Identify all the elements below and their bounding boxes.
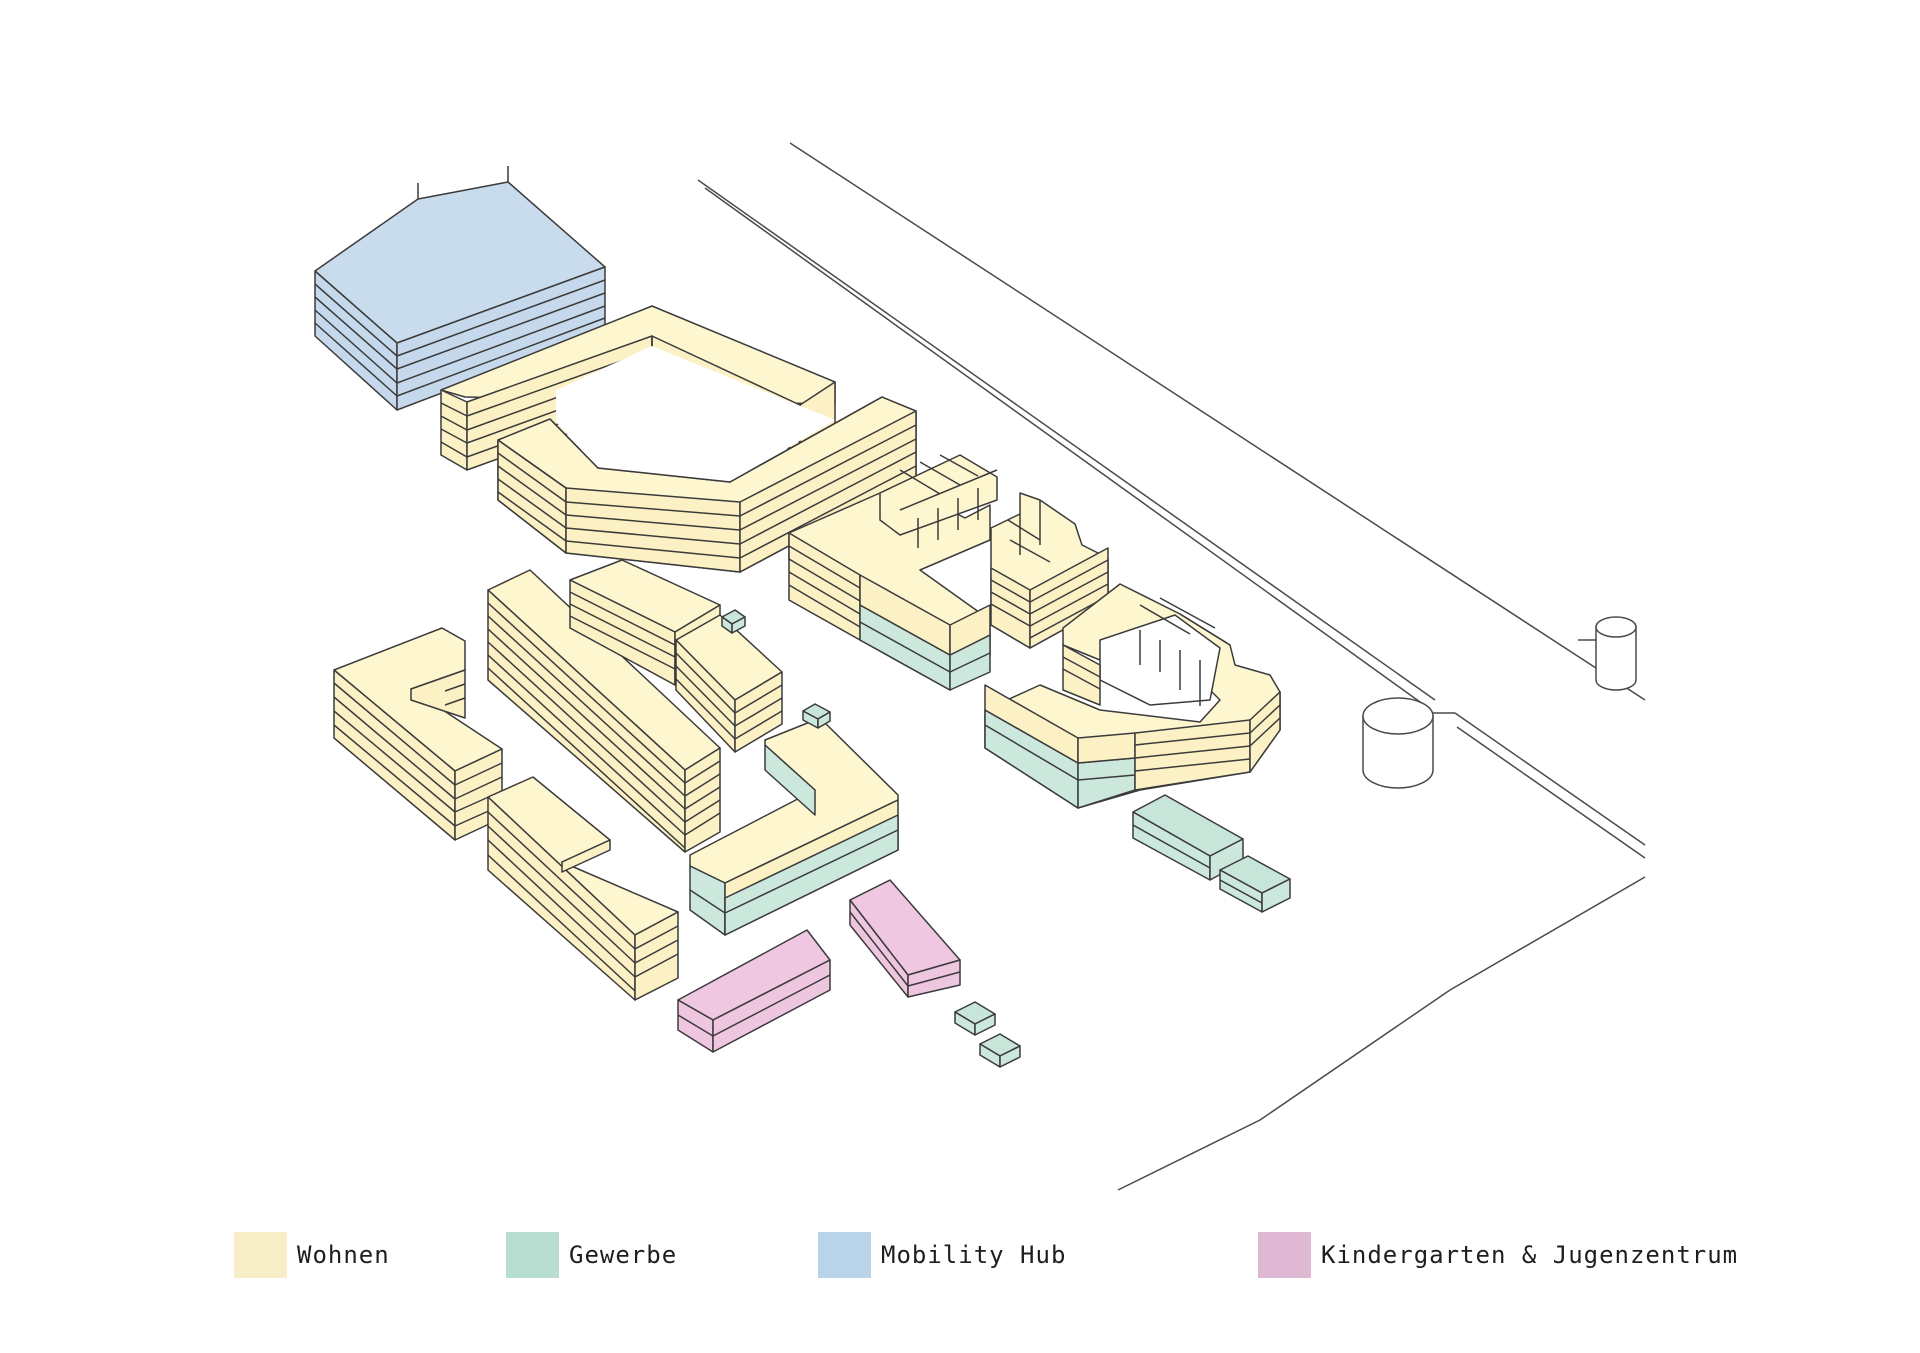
- legend-label-wohnen: Wohnen: [297, 1241, 390, 1269]
- building-mobility-hub: [314, 166, 606, 411]
- building-long-diagonal: [487, 569, 721, 853]
- building-east-stepped: [788, 454, 998, 691]
- round-tower-2: [1595, 616, 1637, 691]
- legend-item-wohnen: Wohnen: [234, 1232, 390, 1278]
- legend-item-mobility-hub: Mobility Hub: [818, 1232, 1066, 1278]
- building-gewerbe-kiosk-2: [979, 1033, 1021, 1068]
- round-tower-1: [1362, 697, 1434, 789]
- legend-swatch-wohnen: [234, 1232, 287, 1278]
- legend-item-kindergarten: Kindergarten & Jugenzentrum: [1258, 1232, 1738, 1278]
- street-lines: [697, 142, 1646, 1191]
- building-gewerbe-east-1: [1132, 794, 1244, 881]
- building-east-small-stepped: [990, 492, 1109, 649]
- building-west-l: [333, 627, 503, 841]
- legend-swatch-kindergarten: [1258, 1232, 1311, 1278]
- legend-label-gewerbe: Gewerbe: [569, 1241, 678, 1269]
- building-l-mixed: [689, 703, 899, 936]
- building-jugendzentrum-2: [849, 879, 961, 998]
- legend-swatch-mobility-hub: [818, 1232, 871, 1278]
- building-east-ring: [984, 583, 1281, 809]
- legend-label-mobility-hub: Mobility Hub: [881, 1241, 1067, 1269]
- building-gewerbe-kiosk-1: [954, 1001, 996, 1036]
- building-south-west: [487, 776, 679, 1001]
- legend-swatch-gewerbe: [506, 1232, 559, 1278]
- building-kindergarten-1: [677, 929, 831, 1053]
- legend-item-gewerbe: Gewerbe: [506, 1232, 677, 1278]
- legend-label-kindergarten: Kindergarten & Jugenzentrum: [1321, 1241, 1739, 1269]
- building-middle-stepped: [569, 559, 783, 753]
- building-gewerbe-east-2: [1219, 855, 1291, 913]
- legend: Wohnen Gewerbe Mobility Hub Kindergarten…: [0, 1232, 1920, 1282]
